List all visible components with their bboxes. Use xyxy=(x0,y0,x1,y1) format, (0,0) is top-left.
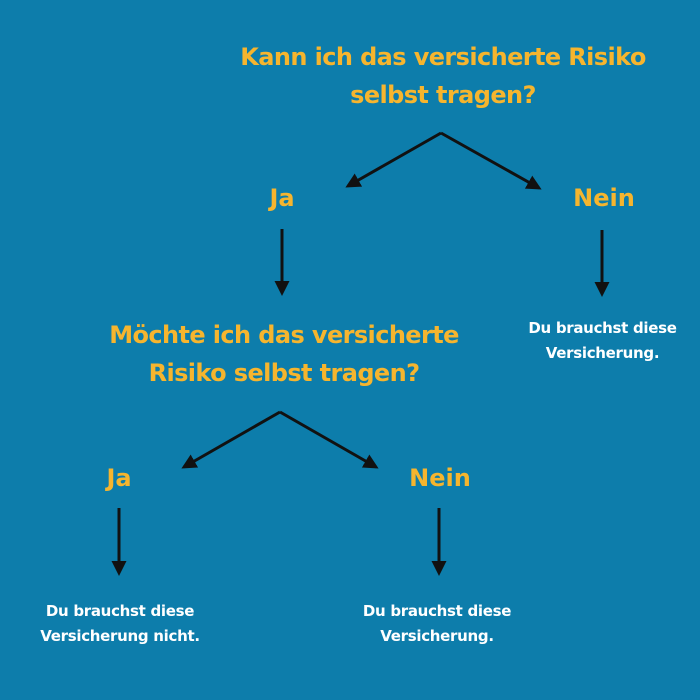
question-1-line-1: Kann ich das versicherte Risiko xyxy=(240,43,646,71)
question-1-no-result: Du brauchst diese Versicherung. xyxy=(505,316,700,366)
question-1-answer-yes: Ja xyxy=(269,184,295,212)
arrow-q1-to-ja xyxy=(345,131,442,188)
question-2-answer-yes: Ja xyxy=(106,464,132,492)
question-1: Kann ich das versicherte Risiko selbst t… xyxy=(193,38,693,114)
question-1-line-2: selbst tragen? xyxy=(350,81,536,109)
question-2-answer-no: Nein xyxy=(409,464,471,492)
result-line-1: Du brauchst diese xyxy=(528,319,677,337)
question-2-no-result: Du brauchst diese Versicherung. xyxy=(337,599,537,649)
question-2: Möchte ich das versicherte Risiko selbst… xyxy=(70,316,498,392)
question-2-yes-result: Du brauchst diese Versicherung nicht. xyxy=(20,599,220,649)
result-line-2: Versicherung. xyxy=(380,627,494,645)
arrow-q2-to-nein xyxy=(279,410,379,469)
question-2-line-2: Risiko selbst tragen? xyxy=(148,359,420,387)
result-line-2: Versicherung nicht. xyxy=(40,627,200,645)
arrow-q2-to-ja xyxy=(181,410,281,469)
result-line-1: Du brauchst diese xyxy=(362,602,512,620)
result-line-1: Du brauchst diese xyxy=(45,602,195,620)
question-2-line-1: Möchte ich das versicherte xyxy=(109,321,459,349)
result-line-2: Versicherung. xyxy=(545,344,660,362)
arrow-q1-to-nein xyxy=(440,131,542,190)
question-1-answer-no: Nein xyxy=(573,184,635,212)
